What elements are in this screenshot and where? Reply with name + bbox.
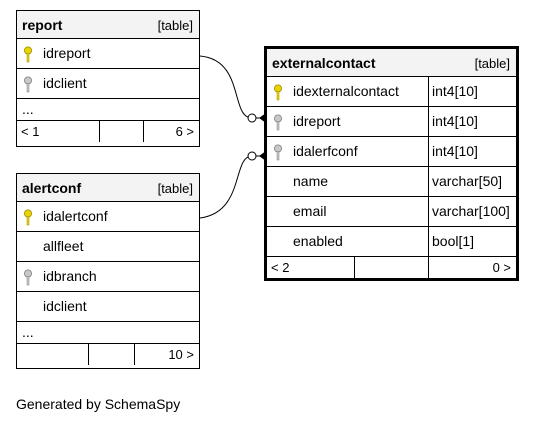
column-row[interactable]: idclient <box>17 292 199 322</box>
link-report-externalcontact <box>199 55 266 119</box>
generated-by-caption: Generated by SchemaSpy <box>16 396 181 412</box>
ellipsis-text: ... <box>22 101 34 117</box>
column-divider <box>428 197 429 226</box>
footer-divider <box>143 121 144 142</box>
column-name: enabled <box>293 233 343 249</box>
more-columns: ... <box>17 99 199 121</box>
link-alertconf-optional-marker <box>247 151 257 161</box>
table-report[interactable]: report [table] idreport idclient ... < 1… <box>16 10 200 147</box>
column-row[interactable]: idbranch <box>17 262 199 292</box>
table-kind: [table] <box>474 56 510 71</box>
table-header: externalcontact [table] <box>267 49 516 77</box>
column-name: idbranch <box>43 268 97 284</box>
column-row[interactable]: idalerfconf int4[10] <box>267 137 516 167</box>
link-alertconf-externalcontact <box>199 155 266 219</box>
table-footer: < 1 6 > <box>17 121 199 142</box>
column-type: bool[1] <box>432 233 475 249</box>
column-name: name <box>293 173 329 189</box>
column-type: varchar[100] <box>432 203 510 219</box>
table-name: alertconf <box>22 180 82 196</box>
footer-divider <box>88 344 89 365</box>
column-row[interactable]: idreport int4[10] <box>267 107 516 137</box>
column-name: idalerfconf <box>293 143 358 159</box>
table-header: report [table] <box>17 11 199 39</box>
column-name: idreport <box>293 113 341 129</box>
footer-divider <box>134 344 135 365</box>
column-name: idreport <box>43 45 91 61</box>
table-kind: [table] <box>157 181 193 196</box>
table-header: alertconf [table] <box>17 174 199 202</box>
column-row[interactable]: allfleet <box>17 232 199 262</box>
column-name: idalertconf <box>43 208 108 224</box>
column-row[interactable]: email varchar[100] <box>267 197 516 227</box>
column-divider <box>428 227 429 256</box>
children-count[interactable]: 6 > <box>175 124 194 139</box>
children-count[interactable]: 10 > <box>168 347 194 362</box>
table-footer: 10 > <box>17 344 199 365</box>
foreign-key-icon <box>274 144 282 161</box>
table-name: report <box>22 17 63 33</box>
foreign-key-icon <box>24 76 32 93</box>
column-row[interactable]: enabled bool[1] <box>267 227 516 257</box>
column-type: int4[10] <box>432 83 478 99</box>
primary-key-icon <box>24 46 32 63</box>
column-type: int4[10] <box>432 143 478 159</box>
more-columns: ... <box>17 322 199 344</box>
parents-count[interactable]: < 1 <box>21 124 40 139</box>
ellipsis-text: ... <box>22 324 34 340</box>
children-count[interactable]: 0 > <box>492 260 511 275</box>
parents-count[interactable]: < 2 <box>271 260 290 275</box>
table-kind: [table] <box>157 18 193 33</box>
column-row[interactable]: idalertconf <box>17 202 199 232</box>
table-footer: < 2 0 > <box>267 257 516 278</box>
column-row[interactable]: idexternalcontact int4[10] <box>267 77 516 107</box>
column-divider <box>428 137 429 166</box>
foreign-key-icon <box>24 269 32 286</box>
column-name: allfleet <box>43 238 84 254</box>
column-name: email <box>293 203 327 219</box>
column-name: idexternalcontact <box>293 83 399 99</box>
table-externalcontact[interactable]: externalcontact [table] idexternalcontac… <box>264 46 519 281</box>
column-name: idclient <box>43 298 87 314</box>
column-name: idclient <box>43 75 87 91</box>
column-divider <box>428 107 429 136</box>
column-divider <box>428 167 429 196</box>
primary-key-icon <box>274 84 282 101</box>
column-row[interactable]: name varchar[50] <box>267 167 516 197</box>
column-divider <box>428 77 429 106</box>
foreign-key-icon <box>274 114 282 131</box>
link-report-optional-marker <box>247 113 257 123</box>
footer-divider <box>428 257 429 278</box>
table-name: externalcontact <box>272 55 376 71</box>
footer-divider <box>99 121 100 142</box>
table-alertconf[interactable]: alertconf [table] idalertconf allfleet i… <box>16 173 200 369</box>
footer-divider <box>354 257 355 278</box>
column-type: int4[10] <box>432 113 478 129</box>
column-type: varchar[50] <box>432 173 503 189</box>
column-row[interactable]: idreport <box>17 39 199 69</box>
primary-key-icon <box>24 209 32 226</box>
column-row[interactable]: idclient <box>17 69 199 99</box>
